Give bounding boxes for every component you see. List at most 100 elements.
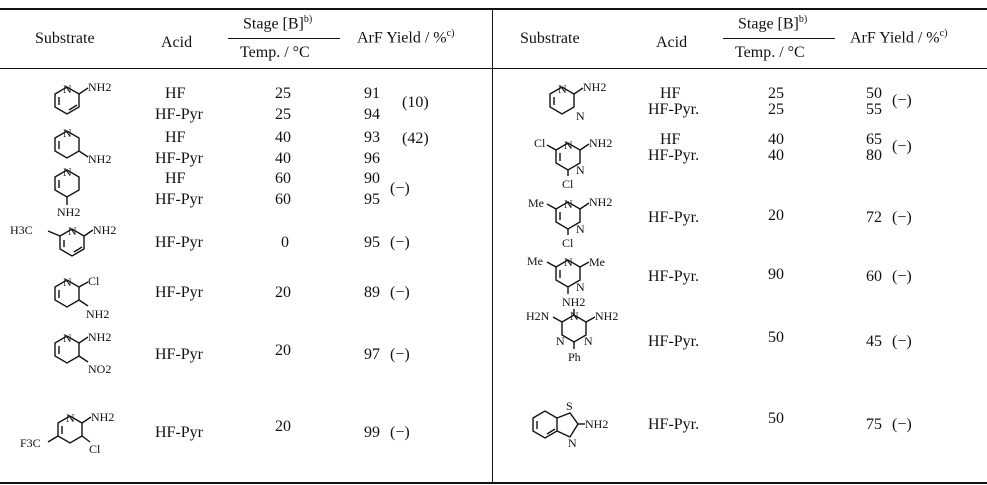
yield-cell: 97: [364, 346, 380, 363]
atom-label: N: [568, 436, 577, 450]
atom-label: Me: [528, 196, 544, 210]
stage-rule-right: [723, 38, 835, 39]
temp-cell: 0: [281, 234, 289, 251]
lit-yield-cell: (−): [390, 284, 410, 301]
atom-label: Cl: [89, 442, 101, 456]
atom-label: NH2: [88, 80, 111, 94]
substrate-structure-3-amino-2-chloropyridine: [54, 279, 89, 308]
temp-cell: 25: [275, 85, 291, 102]
acid-cell: HF: [660, 85, 681, 102]
yield-cell: 89: [364, 284, 380, 301]
stage-footnote: b): [303, 14, 313, 25]
atom-label: N: [564, 138, 573, 152]
yield-cell: 90: [364, 170, 380, 187]
header-substrate-left: Substrate: [35, 30, 95, 47]
atom-label: N: [576, 109, 585, 123]
stage-label: Stage [B]: [243, 15, 304, 33]
atom-label: Cl: [562, 177, 574, 191]
acid-cell: HF-Pyr: [155, 424, 204, 441]
substrate-structure-4-amino-2-6-dimethylpyrimidine: [546, 259, 590, 294]
atom-label: N: [63, 165, 72, 179]
acid-cell: HF-Pyr.: [648, 101, 700, 118]
atom-label: N: [63, 82, 72, 96]
temp-cell: 20: [275, 418, 291, 435]
header-stage-left: Stage [B]b): [243, 14, 312, 33]
temp-cell: 25: [768, 101, 784, 118]
atom-label: NH2: [91, 410, 114, 424]
temp-cell: 90: [768, 266, 784, 283]
acid-cell: HF-Pyr.: [648, 333, 700, 350]
atom-label: Me: [527, 254, 543, 268]
temp-cell: 60: [275, 191, 291, 208]
substrate-structure-2-aminobenzothiazole: [532, 410, 585, 439]
atom-label: N: [576, 280, 585, 294]
stage-footnote: b): [798, 14, 808, 25]
atom-label: NH2: [583, 80, 606, 94]
header-temp-right: Temp. / °C: [735, 44, 805, 61]
acid-cell: HF-Pyr.: [648, 147, 700, 164]
acid-cell: HF-Pyr: [155, 191, 204, 208]
header-stage-right: Stage [B]b): [738, 14, 807, 33]
lit-yield-cell: (−): [390, 234, 410, 251]
temp-cell: 25: [768, 85, 784, 102]
temp-cell: 40: [275, 129, 291, 146]
lit-yield-cell: (−): [892, 333, 912, 350]
atom-label: H2N: [526, 309, 550, 323]
temp-cell: 50: [768, 410, 784, 427]
lit-yield-cell: (10): [402, 94, 429, 111]
acid-cell: HF: [165, 85, 186, 102]
acid-cell: HF-Pyr: [155, 150, 204, 167]
yield-label: ArF Yield / %: [850, 29, 940, 47]
atom-label: NH2: [585, 417, 608, 431]
atom-label: Cl: [88, 274, 100, 288]
substrate-structure-2-amino-4-chloro-6-methylpyrimidine: [546, 201, 590, 235]
lit-yield-cell: (−): [390, 346, 410, 363]
yield-cell: 65: [866, 131, 882, 148]
yield-cell: 72: [866, 209, 882, 226]
header-bottom-rule: [0, 68, 987, 69]
top-rule: [0, 8, 987, 10]
lit-yield-cell: (−): [390, 424, 410, 441]
lit-yield-cell: (−): [892, 268, 912, 285]
yield-cell: 95: [364, 234, 380, 251]
atom-label: NH2: [93, 223, 116, 237]
atom-label: N: [63, 126, 72, 140]
atom-label: N: [570, 309, 579, 323]
temp-cell: 20: [768, 207, 784, 224]
yield-footnote: c): [446, 28, 455, 39]
atom-label: N: [63, 331, 72, 345]
atom-label: S: [566, 399, 573, 413]
yield-footnote: c): [939, 28, 948, 39]
stage-label: Stage [B]: [738, 15, 799, 33]
lit-yield-cell: (42): [402, 130, 429, 147]
acid-cell: HF-Pyr: [155, 346, 204, 363]
header-temp-left: Temp. / °C: [240, 44, 310, 61]
atom-label: NH2: [589, 136, 612, 150]
substrate-structure-2-amino-6-methylpyridine: [47, 228, 94, 257]
atom-label: N: [63, 275, 72, 289]
acid-cell: HF: [660, 131, 681, 148]
atom-label: N: [558, 82, 567, 96]
acid-cell: HF: [165, 129, 186, 146]
atom-label: NH2: [562, 295, 585, 309]
atom-label: N: [68, 224, 77, 238]
atom-label: Cl: [534, 136, 546, 150]
acid-cell: HF-Pyr.: [648, 209, 700, 226]
atom-label: NH2: [86, 307, 109, 321]
atom-label: Ph: [568, 350, 581, 364]
substrate-structure-2-amino-3-chloro-5-trifluoromethylpyridine: [47, 415, 92, 444]
substrate-structure-melamine-triazine: [552, 309, 596, 349]
header-yield-right: ArF Yield / %c): [850, 28, 947, 47]
acid-cell: HF-Pyr.: [648, 268, 700, 285]
lit-yield-cell: (−): [390, 180, 410, 197]
lit-yield-cell: (−): [892, 92, 912, 109]
atom-label: H3C: [10, 223, 33, 237]
atom-label: N: [556, 334, 565, 348]
lit-yield-cell: (−): [892, 416, 912, 433]
yield-cell: 75: [866, 416, 882, 433]
atom-label: N: [576, 163, 585, 177]
atom-label: N: [564, 197, 573, 211]
atom-label: N: [66, 411, 75, 425]
atom-label: NH2: [595, 309, 618, 323]
